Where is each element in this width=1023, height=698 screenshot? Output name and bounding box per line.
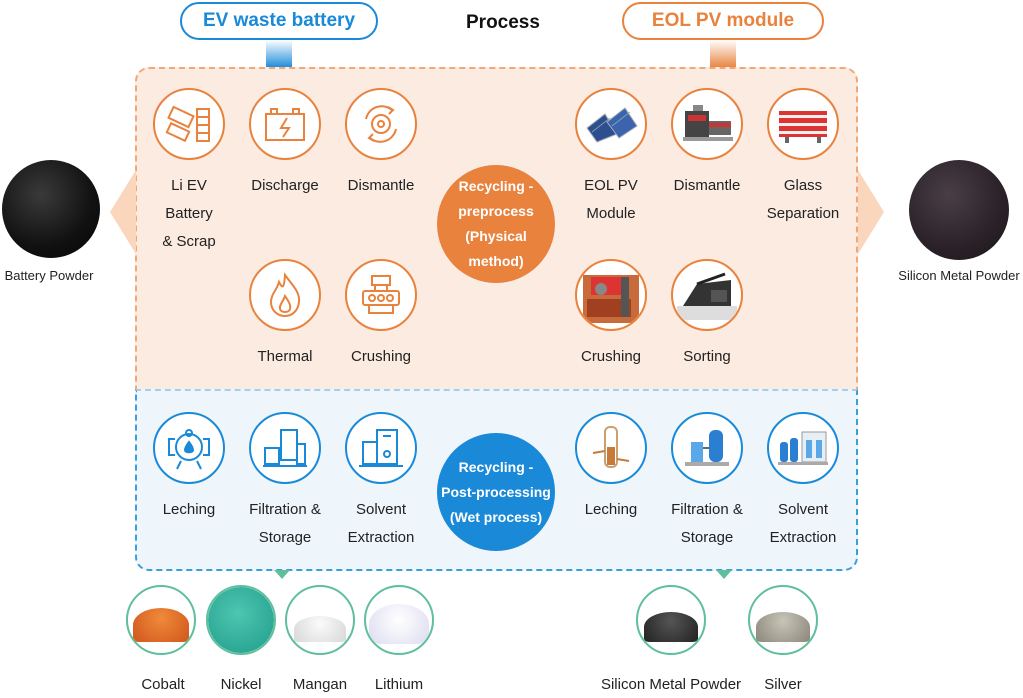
ev-waste-battery-pill: EV waste battery — [180, 2, 378, 40]
lithium-label: Lithium — [374, 676, 424, 693]
crushing-machine-icon — [575, 259, 647, 331]
eol-pv-module-pill: EOL PV module — [622, 2, 824, 40]
step-label: Dismantle — [347, 177, 415, 194]
cobalt-label: Cobalt — [141, 676, 185, 693]
silver-powder-icon — [748, 585, 818, 655]
center-line: (Physical — [465, 228, 527, 244]
filtration-tank-icon — [249, 412, 321, 484]
center-line: Recycling - — [458, 458, 534, 475]
center-line: preprocess — [458, 203, 534, 219]
nickel-powder-icon — [206, 585, 276, 655]
ev-connector — [266, 40, 292, 68]
filtration-unit-icon — [671, 412, 743, 484]
mangan-label: Mangan — [292, 676, 348, 693]
silicon-metal-powder-output-label: Silicon Metal Powder — [600, 676, 742, 693]
ev-output-pointer-icon — [274, 570, 290, 579]
car-battery-icon — [249, 88, 321, 160]
solar-panel-icon — [575, 88, 647, 160]
dismantle-machine-icon — [671, 88, 743, 160]
gear-cycle-icon — [345, 88, 417, 160]
lithium-powder-icon — [364, 585, 434, 655]
solvent-extraction-icon — [345, 412, 417, 484]
step-label: Leching — [162, 501, 216, 518]
step-label: Filtration &Storage — [249, 501, 321, 546]
extraction-plant-icon — [767, 412, 839, 484]
step-label: Thermal — [257, 348, 313, 365]
battery-scrap-icon — [153, 88, 225, 160]
silicon-metal-powder-image — [909, 160, 1009, 260]
battery-powder-label: Battery Powder — [4, 268, 94, 283]
silicon-metal-powder-label: Silicon Metal Powder — [898, 268, 1020, 283]
mangan-powder-icon — [285, 585, 355, 655]
leaching-column-icon — [575, 412, 647, 484]
silver-label: Silver — [764, 676, 802, 693]
center-line: Recycling - — [458, 178, 534, 194]
step-label: Leching — [584, 501, 638, 518]
step-label: Crushing — [350, 348, 412, 365]
center-line: method) — [468, 253, 524, 269]
preprocess-center: Recycling - preprocess (Physical method) — [437, 165, 555, 283]
step-label: Filtration &Storage — [671, 501, 743, 546]
center-line: (Wet process) — [449, 508, 543, 525]
page-title: Process — [466, 12, 540, 33]
glass-separator-icon — [767, 88, 839, 160]
left-arrow-icon — [110, 170, 136, 254]
right-arrow-icon — [858, 170, 884, 254]
pv-connector — [710, 40, 736, 68]
step-label: Discharge — [251, 177, 319, 194]
sorting-machine-icon — [671, 259, 743, 331]
flame-icon — [249, 259, 321, 331]
silicon-metal-powder-output-icon — [636, 585, 706, 655]
center-line: Post-processing — [441, 483, 551, 500]
step-label: Crushing — [580, 348, 642, 365]
leaching-tank-icon — [153, 412, 225, 484]
crusher-icon — [345, 259, 417, 331]
pv-output-pointer-icon — [716, 570, 732, 579]
nickel-label: Nickel — [220, 676, 262, 693]
cobalt-powder-icon — [126, 585, 196, 655]
step-label: Dismantle — [673, 177, 741, 194]
step-label: Sorting — [683, 348, 731, 365]
battery-powder-image — [2, 160, 100, 258]
postprocess-center: Recycling - Post-processing (Wet process… — [437, 433, 555, 551]
